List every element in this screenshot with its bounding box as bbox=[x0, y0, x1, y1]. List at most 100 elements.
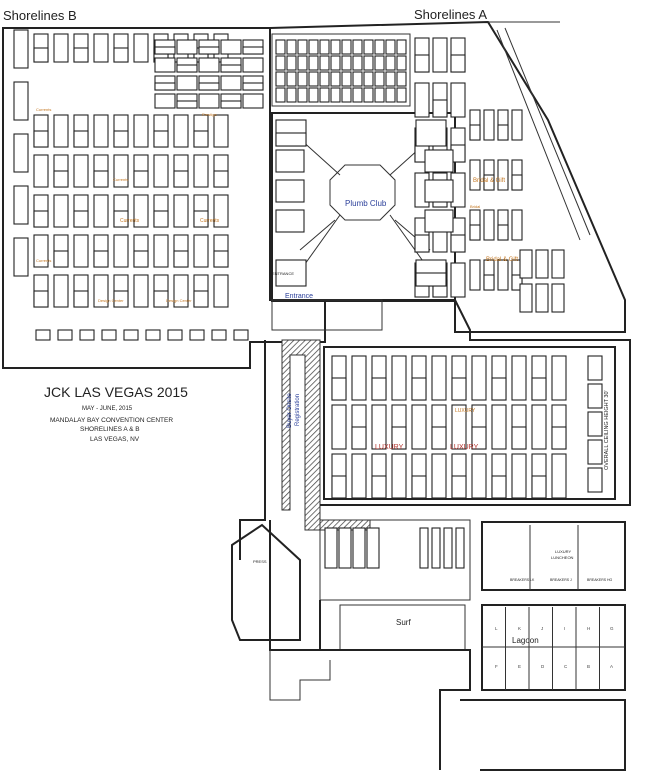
lagoon-room-i: I bbox=[564, 626, 565, 631]
entrance-small-label: ENTRANCE bbox=[272, 271, 294, 276]
booth bbox=[73, 130, 89, 148]
booth bbox=[363, 87, 374, 103]
booth bbox=[374, 71, 385, 87]
surf-room bbox=[339, 604, 466, 651]
booth bbox=[424, 149, 454, 173]
booth bbox=[497, 224, 509, 241]
booth bbox=[469, 224, 481, 241]
booth bbox=[374, 39, 385, 55]
booth bbox=[415, 272, 447, 287]
breakers-rooms bbox=[481, 521, 626, 591]
booth bbox=[431, 527, 441, 569]
lagoon-room-b: B bbox=[587, 664, 590, 669]
booth bbox=[73, 210, 89, 228]
booth bbox=[154, 57, 176, 73]
booth bbox=[497, 124, 509, 141]
booth bbox=[176, 75, 198, 91]
shorelines-b-hall bbox=[2, 27, 326, 369]
booth bbox=[198, 82, 220, 91]
booth bbox=[213, 274, 229, 308]
booth bbox=[101, 329, 117, 341]
meeting-rooms-block bbox=[319, 519, 471, 601]
booth bbox=[113, 290, 129, 308]
booth bbox=[145, 329, 161, 341]
booth bbox=[366, 527, 380, 569]
booth bbox=[35, 329, 51, 341]
booth bbox=[211, 329, 227, 341]
entrance-lobby bbox=[271, 299, 383, 331]
booth bbox=[33, 154, 49, 188]
booth bbox=[153, 290, 169, 308]
booth bbox=[220, 75, 242, 91]
booth bbox=[352, 527, 366, 569]
booth bbox=[153, 210, 169, 228]
booth bbox=[450, 54, 466, 73]
booth bbox=[511, 453, 527, 499]
booth bbox=[535, 249, 549, 279]
lagoon-room-d: D bbox=[541, 664, 545, 669]
booth bbox=[193, 234, 209, 268]
south-concourse bbox=[320, 649, 626, 771]
booth bbox=[483, 174, 495, 191]
booth bbox=[13, 81, 29, 121]
booth bbox=[113, 154, 129, 188]
luxury-label-3: LUXURY bbox=[455, 408, 476, 414]
lagoon-room-h: H bbox=[587, 626, 590, 631]
booth bbox=[198, 46, 220, 55]
booth bbox=[308, 71, 319, 87]
bridal-gift-label-1: Bridal & Gift bbox=[473, 178, 505, 184]
booth bbox=[133, 194, 149, 228]
booth bbox=[154, 46, 176, 55]
ceiling-height-label: OVERALL CEILING HEIGHT 30' bbox=[604, 390, 610, 470]
booth bbox=[341, 87, 352, 103]
booth bbox=[324, 527, 338, 569]
booth bbox=[469, 124, 481, 141]
booth bbox=[551, 249, 565, 279]
booth bbox=[242, 93, 264, 109]
booth bbox=[587, 439, 603, 465]
prestige-label: Prestige bbox=[202, 112, 217, 117]
booth bbox=[352, 87, 363, 103]
lagoon-room-l: L bbox=[495, 626, 498, 631]
booth bbox=[33, 130, 49, 148]
booth bbox=[491, 377, 507, 401]
booth bbox=[411, 377, 427, 401]
lagoon-room-f: F bbox=[495, 664, 498, 669]
booth bbox=[338, 527, 352, 569]
booth bbox=[374, 55, 385, 71]
booth bbox=[511, 109, 523, 141]
booth bbox=[297, 87, 308, 103]
booth bbox=[352, 55, 363, 71]
booth bbox=[469, 159, 481, 191]
booth bbox=[587, 411, 603, 437]
booth bbox=[220, 100, 242, 109]
booth bbox=[133, 274, 149, 308]
top-pavilion bbox=[271, 33, 411, 107]
press-label: PRESS bbox=[253, 559, 267, 564]
booth bbox=[297, 39, 308, 55]
booth bbox=[351, 426, 367, 450]
service-area bbox=[269, 650, 331, 701]
booth bbox=[79, 329, 95, 341]
registration-label-2: Registration bbox=[295, 394, 301, 426]
design-center-label-1: Design Center bbox=[98, 298, 124, 303]
booth bbox=[275, 87, 286, 103]
booth bbox=[450, 262, 466, 298]
booth bbox=[153, 234, 169, 268]
booth bbox=[469, 259, 481, 291]
booth bbox=[213, 194, 229, 228]
booth bbox=[483, 109, 495, 141]
breakers-lk-label: BREAKERS LK bbox=[510, 578, 535, 582]
booth bbox=[414, 234, 430, 253]
booth bbox=[113, 130, 129, 148]
booth bbox=[424, 179, 454, 203]
booth bbox=[511, 174, 523, 191]
booth bbox=[483, 274, 495, 291]
booth bbox=[53, 33, 69, 63]
booth bbox=[341, 55, 352, 71]
booth bbox=[551, 426, 567, 450]
booth bbox=[319, 55, 330, 71]
booth bbox=[330, 71, 341, 87]
event-halls: SHORELINES A & B bbox=[80, 426, 140, 433]
